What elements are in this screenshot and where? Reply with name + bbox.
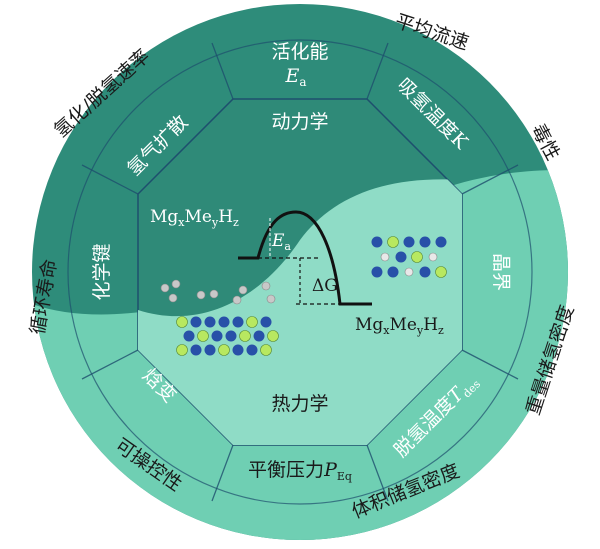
kinetics-label: 动力学	[271, 111, 328, 133]
h-atom	[266, 294, 276, 304]
ring-label-activation-energy: 活化能	[271, 41, 328, 63]
ring-label-equilibrium-pressure: 平衡压力PEq	[248, 459, 352, 483]
hydrogen-atoms	[160, 279, 276, 305]
h-atom	[196, 290, 206, 300]
ea-label: Ea	[271, 231, 291, 253]
segment-dividers	[81, 42, 519, 502]
lattice-left	[176, 316, 279, 356]
dg-label: ΔG	[312, 276, 338, 296]
ring-label-grain-boundary: 晶界	[490, 253, 512, 291]
formula-right: MgxMeyHz	[355, 315, 444, 337]
h-atom	[171, 279, 181, 289]
middle-circle-outline	[67, 39, 533, 505]
h-atom	[209, 289, 219, 299]
thermodynamics-label: 热力学	[271, 393, 328, 415]
ring-label-ea-symbol: Ea	[284, 65, 306, 89]
energy-barrier-curve	[238, 210, 372, 306]
h-atom	[168, 293, 178, 303]
h-atom	[238, 285, 248, 295]
h-atom	[261, 281, 271, 291]
ring-label-chemical-bond: 化学键	[91, 243, 113, 300]
lattice-right	[371, 236, 447, 278]
h-atom	[160, 283, 170, 293]
formula-left: MgxMeyHz	[150, 207, 239, 229]
h-atom	[232, 295, 242, 305]
